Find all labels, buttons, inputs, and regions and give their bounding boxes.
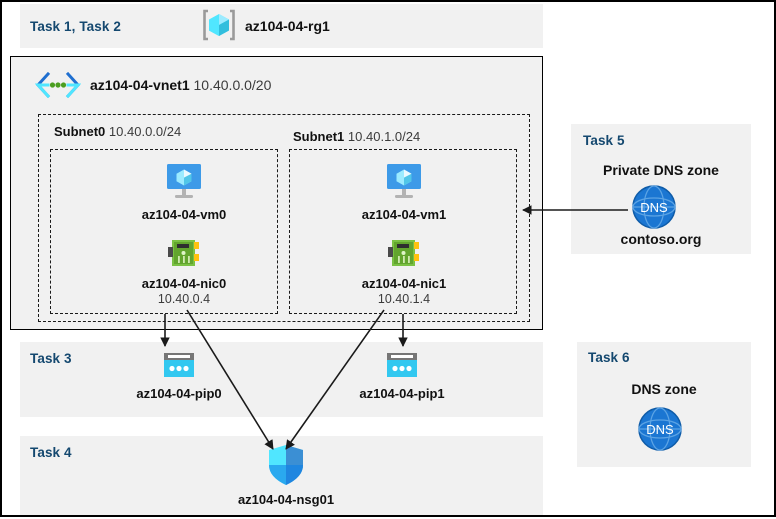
vm1-node[interactable]: az104-04-vm1 (324, 162, 484, 223)
resource-group-panel (20, 4, 543, 48)
task-label-1-2: Task 1, Task 2 (30, 19, 121, 34)
public-ip-address-icon (164, 353, 194, 377)
private-dns-title: Private DNS zone (603, 162, 719, 178)
private-dns-zone-name: contoso.org (620, 231, 702, 247)
subnet0-title: Subnet0 10.40.0.0/24 (54, 124, 181, 139)
nic1-node[interactable]: az104-04-nic1 10.40.1.4 (324, 237, 484, 308)
subnet1-container (289, 149, 517, 314)
task-label-6: Task 6 (588, 350, 630, 365)
nic1-ip: 10.40.1.4 (377, 292, 431, 307)
public-ip-address-icon (387, 353, 417, 377)
pip0-label: az104-04-pip0 (136, 386, 222, 401)
dns-zone-icon: DNS (638, 407, 682, 451)
nic0-node[interactable]: az104-04-nic0 10.40.0.4 (104, 237, 264, 308)
nic0-label: az104-04-nic0 (141, 276, 227, 291)
subnet1-name: Subnet1 (293, 129, 345, 144)
subnet0-container (50, 149, 278, 314)
dns-zone-icon: DNS (632, 185, 676, 229)
resource-group-name: az104-04-rg1 (245, 18, 330, 34)
task-label-3: Task 3 (30, 351, 72, 366)
subnet0-cidr: 10.40.0.0/24 (108, 124, 182, 139)
vm0-label: az104-04-vm0 (141, 207, 227, 222)
network-interface-icon (168, 240, 199, 266)
subnet1-cidr: 10.40.1.0/24 (347, 129, 421, 144)
pip0-node[interactable]: az104-04-pip0 (99, 351, 259, 402)
task-label-4: Task 4 (30, 445, 72, 460)
dns-icon-text: DNS (646, 422, 674, 437)
resource-group-icon (203, 9, 235, 41)
virtual-machine-icon (167, 164, 201, 198)
network-security-group-icon (269, 445, 303, 485)
vm0-node[interactable]: az104-04-vm0 (104, 162, 264, 223)
vnet-address-space: 10.40.0.0/20 (193, 77, 272, 93)
subnets-group (38, 114, 530, 322)
public-ip-panel (20, 342, 543, 417)
nic1-label: az104-04-nic1 (361, 276, 447, 291)
nsg-node[interactable]: az104-04-nsg01 (206, 443, 366, 508)
vm1-label: az104-04-vm1 (361, 207, 447, 222)
virtual-network-icon (35, 72, 81, 98)
subnet1-title: Subnet1 10.40.1.0/24 (293, 129, 420, 144)
pip1-label: az104-04-pip1 (359, 386, 445, 401)
task-label-5: Task 5 (583, 133, 625, 148)
virtual-machine-icon (387, 164, 421, 198)
network-interface-icon (388, 240, 419, 266)
nsg-label: az104-04-nsg01 (237, 492, 335, 507)
public-dns-title: DNS zone (631, 381, 697, 397)
pip1-node[interactable]: az104-04-pip1 (322, 351, 482, 402)
virtual-network-title: az104-04-vnet1 10.40.0.0/20 (90, 77, 271, 93)
nic0-ip: 10.40.0.4 (157, 292, 211, 307)
virtual-network-container (10, 56, 543, 330)
vnet-name: az104-04-vnet1 (90, 77, 190, 93)
dns-icon-text: DNS (640, 200, 668, 215)
subnet0-name: Subnet0 (54, 124, 106, 139)
